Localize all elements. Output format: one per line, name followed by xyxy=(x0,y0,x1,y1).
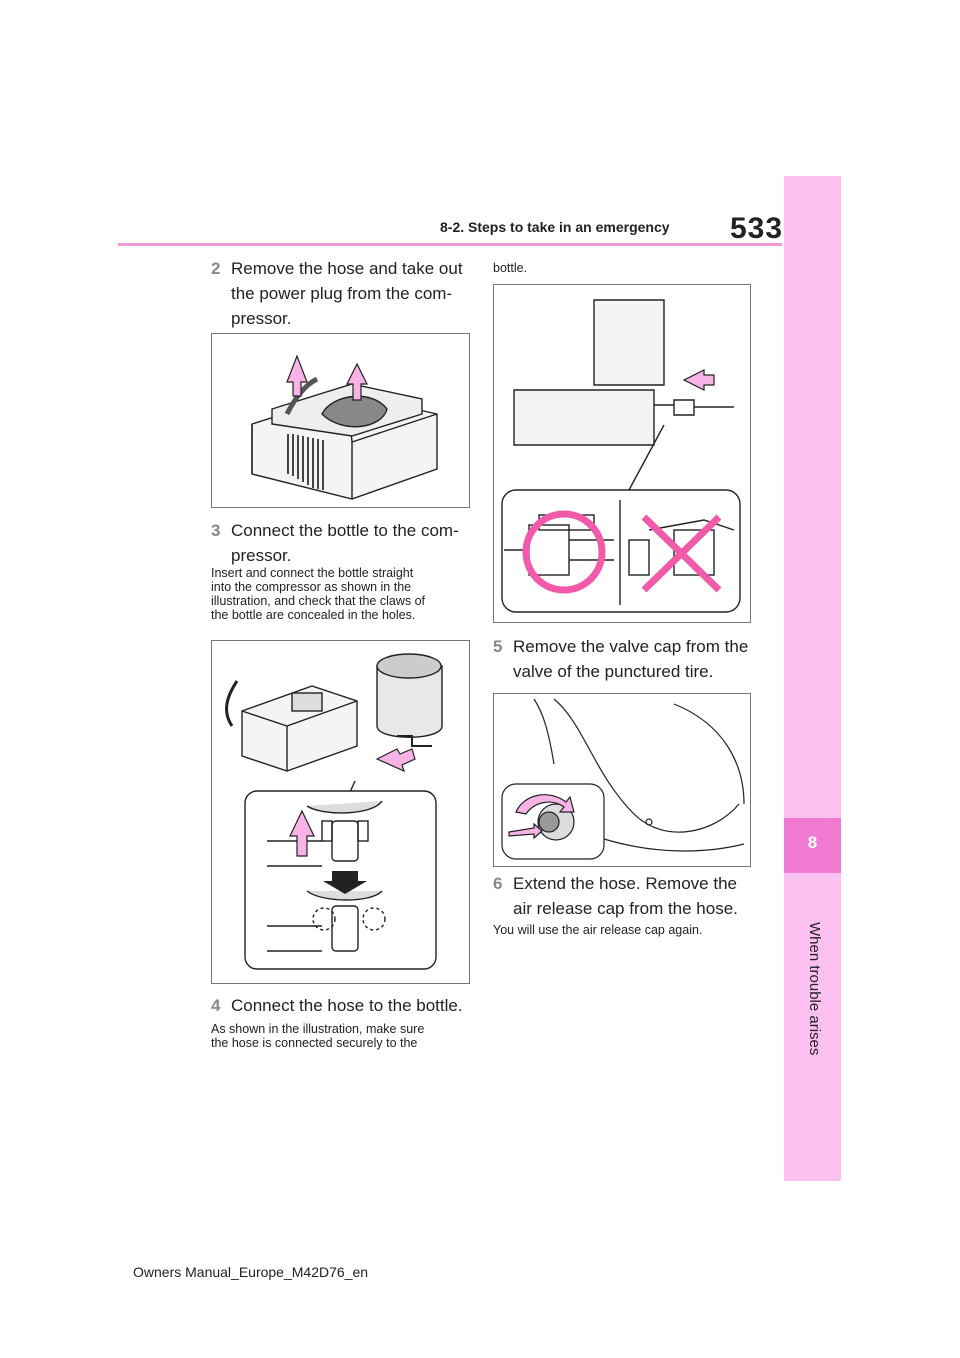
section-title: 8-2. Steps to take in an emergency xyxy=(440,219,670,235)
hose-bottle-illustration xyxy=(493,284,751,623)
chapter-number: 8 xyxy=(807,833,818,852)
header-rule xyxy=(118,243,782,246)
bottle-connection-illustration xyxy=(211,640,470,984)
valve-cap-illustration xyxy=(493,693,751,867)
chapter-side-tab xyxy=(784,176,841,1181)
compressor-hose-illustration xyxy=(211,333,470,508)
page-number: 533 xyxy=(730,212,784,245)
step-6-note: You will use the air release cap again. xyxy=(493,923,703,937)
step-number: 3 xyxy=(211,521,221,540)
step-number: 2 xyxy=(211,259,221,278)
continued-note: bottle. xyxy=(493,261,528,275)
chapter-label: When trouble arises xyxy=(806,922,823,1056)
step-number: 4 xyxy=(211,996,221,1015)
step-number: 6 xyxy=(493,874,503,893)
chapter-number-box xyxy=(784,818,841,873)
footer-doc-id: Owners Manual_Europe_M42D76_en xyxy=(133,1264,369,1280)
step-number: 5 xyxy=(493,637,503,656)
